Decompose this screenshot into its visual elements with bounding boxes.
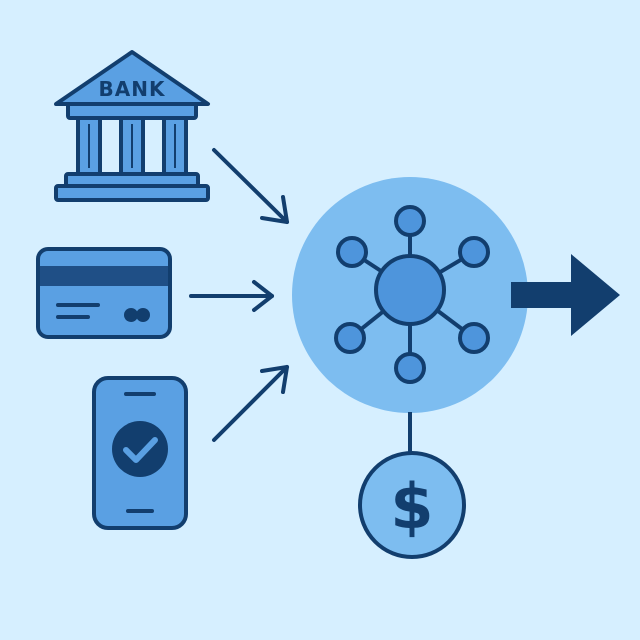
hub-node-lower-right	[458, 322, 490, 354]
card-magnetic-stripe	[40, 266, 168, 286]
hub-node-bottom	[394, 352, 426, 384]
coin-circle	[358, 451, 466, 559]
bank-architrave	[66, 102, 198, 120]
arrow-card-to-hub	[189, 280, 274, 312]
dollar-coin-icon: $	[358, 451, 466, 559]
card-chip-circle	[124, 308, 138, 322]
bank-label: BANK	[99, 77, 166, 101]
hub-node-upper-right	[458, 236, 490, 268]
bank-building-icon: BANK	[54, 50, 210, 202]
checkmark-icon	[123, 437, 158, 463]
arrow-bank-to-hub	[212, 148, 289, 224]
hub-node-top	[394, 205, 426, 237]
smartphone-checkmark-icon	[92, 376, 188, 530]
card-body	[36, 247, 172, 339]
card-chip-circle	[136, 308, 150, 322]
hub-center-node	[374, 254, 446, 326]
credit-card-icon	[36, 247, 172, 339]
right-arrow-icon	[511, 254, 620, 336]
arrow-phone-to-hub	[212, 365, 289, 442]
network-hub-icon	[334, 205, 490, 384]
bank-step	[54, 184, 210, 202]
dollar-symbol: $	[390, 470, 433, 543]
hub-node-upper-left	[336, 236, 368, 268]
check-circle	[112, 421, 168, 477]
hub-node-lower-left	[334, 322, 366, 354]
